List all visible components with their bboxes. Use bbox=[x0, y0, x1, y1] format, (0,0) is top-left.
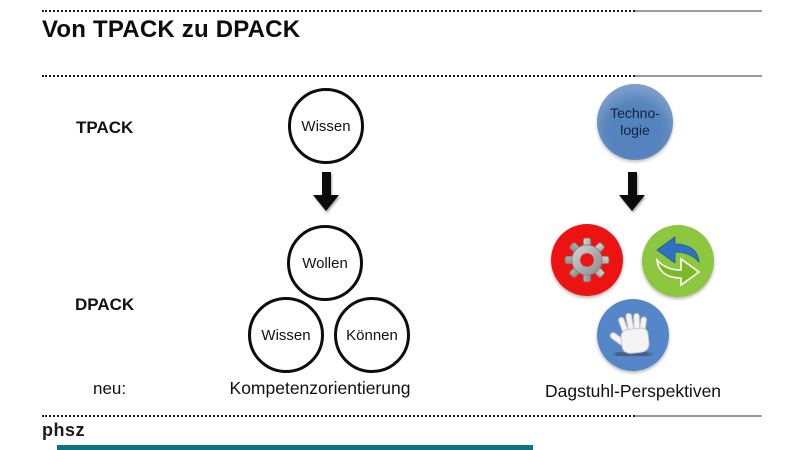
circle-label: Wissen bbox=[301, 117, 351, 135]
dotted-line-segment bbox=[42, 10, 635, 12]
hand-icon bbox=[609, 312, 653, 357]
sync-arrows-icon bbox=[655, 236, 701, 287]
dpack-wollen-circle: Wollen bbox=[287, 225, 363, 301]
down-arrow-icon bbox=[619, 172, 645, 212]
neu-row-label: neu: bbox=[93, 379, 127, 398]
technology-line2: logie bbox=[620, 122, 650, 138]
technology-circle-label: Techno- logie bbox=[610, 105, 660, 139]
technology-circle: Techno- logie bbox=[597, 84, 673, 160]
solid-line-segment bbox=[635, 415, 762, 417]
down-arrow-icon bbox=[313, 172, 339, 212]
dpack-wissen-circle: Wissen bbox=[248, 297, 324, 373]
dotted-line-segment bbox=[42, 75, 635, 77]
interaction-perspective-circle bbox=[642, 225, 714, 297]
solid-line-segment bbox=[635, 10, 762, 12]
technology-line1: Techno- bbox=[610, 105, 660, 121]
arrow-head bbox=[619, 195, 645, 211]
dpack-koennen-circle: Können bbox=[334, 297, 410, 373]
tpack-row-label: TPACK bbox=[76, 118, 134, 137]
page-title: Von TPACK zu DPACK bbox=[42, 16, 301, 43]
dpack-row-label: DPACK bbox=[75, 295, 135, 314]
technological-perspective-circle bbox=[551, 224, 623, 296]
arrow-shaft bbox=[627, 172, 637, 195]
gear-icon bbox=[564, 237, 610, 283]
circle-label: Wissen bbox=[261, 326, 311, 344]
right-caption: Dagstuhl-Perspektiven bbox=[544, 381, 722, 401]
tpack-wissen-circle: Wissen bbox=[288, 88, 364, 164]
arrow-shaft bbox=[321, 172, 331, 195]
arrow-head bbox=[313, 195, 339, 211]
circle-label: Können bbox=[346, 326, 398, 344]
dotted-line-segment bbox=[42, 415, 635, 417]
solid-line-segment bbox=[635, 75, 762, 77]
phsz-logo: phsz bbox=[42, 420, 86, 440]
left-caption: Kompetenzorientierung bbox=[229, 378, 411, 398]
phsz-accent-bar bbox=[57, 445, 533, 450]
circle-label: Wollen bbox=[302, 254, 348, 272]
application-perspective-circle bbox=[597, 299, 669, 371]
